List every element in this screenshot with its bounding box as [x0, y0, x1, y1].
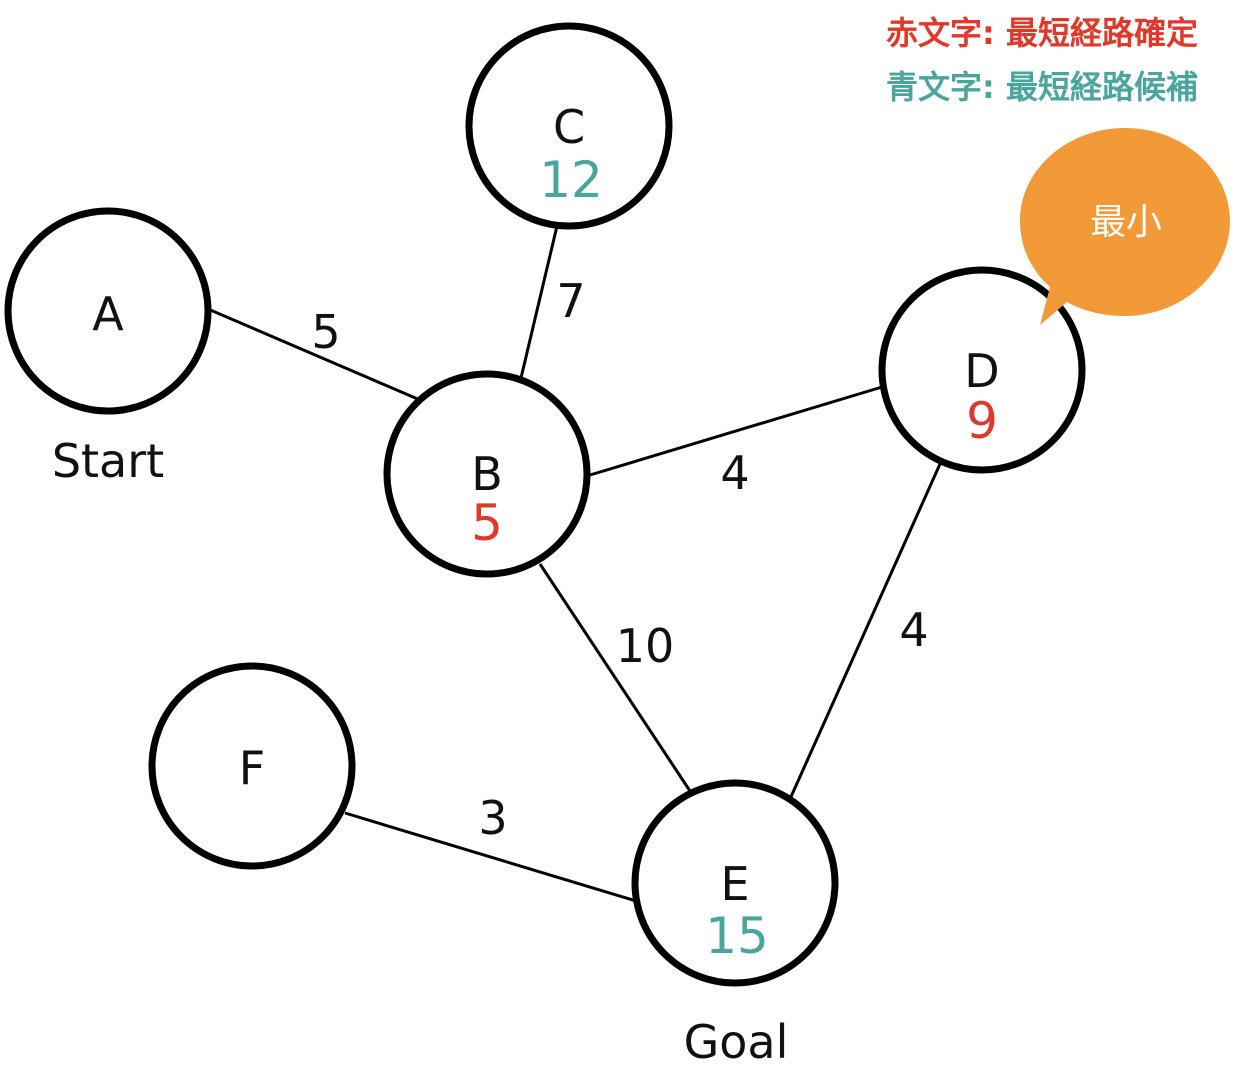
edge-weight-d-e: 4 [899, 603, 928, 657]
node-a-label: A [92, 287, 124, 341]
edge-b-e [538, 563, 692, 792]
edge-b-d [589, 385, 883, 477]
legend-confirmed: 赤文字: 最短経路確定 [886, 14, 1198, 52]
edge-d-e [788, 463, 942, 800]
node-d-distance: 9 [966, 392, 998, 450]
node-f-label: F [239, 741, 265, 795]
edge-weight-b-d: 4 [720, 446, 749, 500]
edges [207, 225, 942, 903]
node-b-circle [383, 370, 591, 578]
node-b: B 5 [383, 370, 591, 578]
node-f-circle [148, 662, 356, 870]
legend: 赤文字: 最短経路確定 青文字: 最短経路候補 [886, 14, 1198, 106]
edge-weight-a-b: 5 [311, 305, 340, 359]
node-b-label: B [471, 447, 503, 501]
node-c-label: C [553, 100, 585, 154]
node-f: F [148, 662, 356, 870]
node-a-role: Start [52, 434, 164, 488]
node-e: E 15 Goal [631, 779, 839, 1069]
edge-weights: 5 7 4 10 4 3 [311, 274, 928, 845]
edge-weight-b-e: 10 [616, 619, 675, 673]
node-d-circle [878, 266, 1086, 474]
node-d: D 9 [878, 266, 1086, 474]
callout-bubble: 最小 [1020, 128, 1230, 325]
edge-c-b [519, 225, 559, 379]
node-e-distance: 15 [705, 907, 769, 965]
edge-weight-f-e: 3 [478, 791, 507, 845]
node-a-circle [4, 207, 212, 415]
node-c: C 12 [465, 22, 673, 230]
callout-bubble-shape [1020, 128, 1230, 325]
node-b-distance: 5 [471, 494, 503, 552]
node-e-role: Goal [684, 1015, 789, 1069]
node-a: A Start [4, 207, 212, 488]
node-d-label: D [964, 344, 999, 398]
node-c-circle [465, 22, 673, 230]
node-e-label: E [720, 857, 749, 911]
edge-f-e [344, 811, 637, 903]
edge-weight-c-b: 7 [556, 274, 585, 328]
callout-text: 最小 [1090, 202, 1162, 243]
node-e-circle [631, 779, 839, 987]
node-c-distance: 12 [539, 151, 603, 209]
edge-a-b [207, 307, 421, 402]
legend-candidate: 青文字: 最短経路候補 [886, 68, 1198, 106]
